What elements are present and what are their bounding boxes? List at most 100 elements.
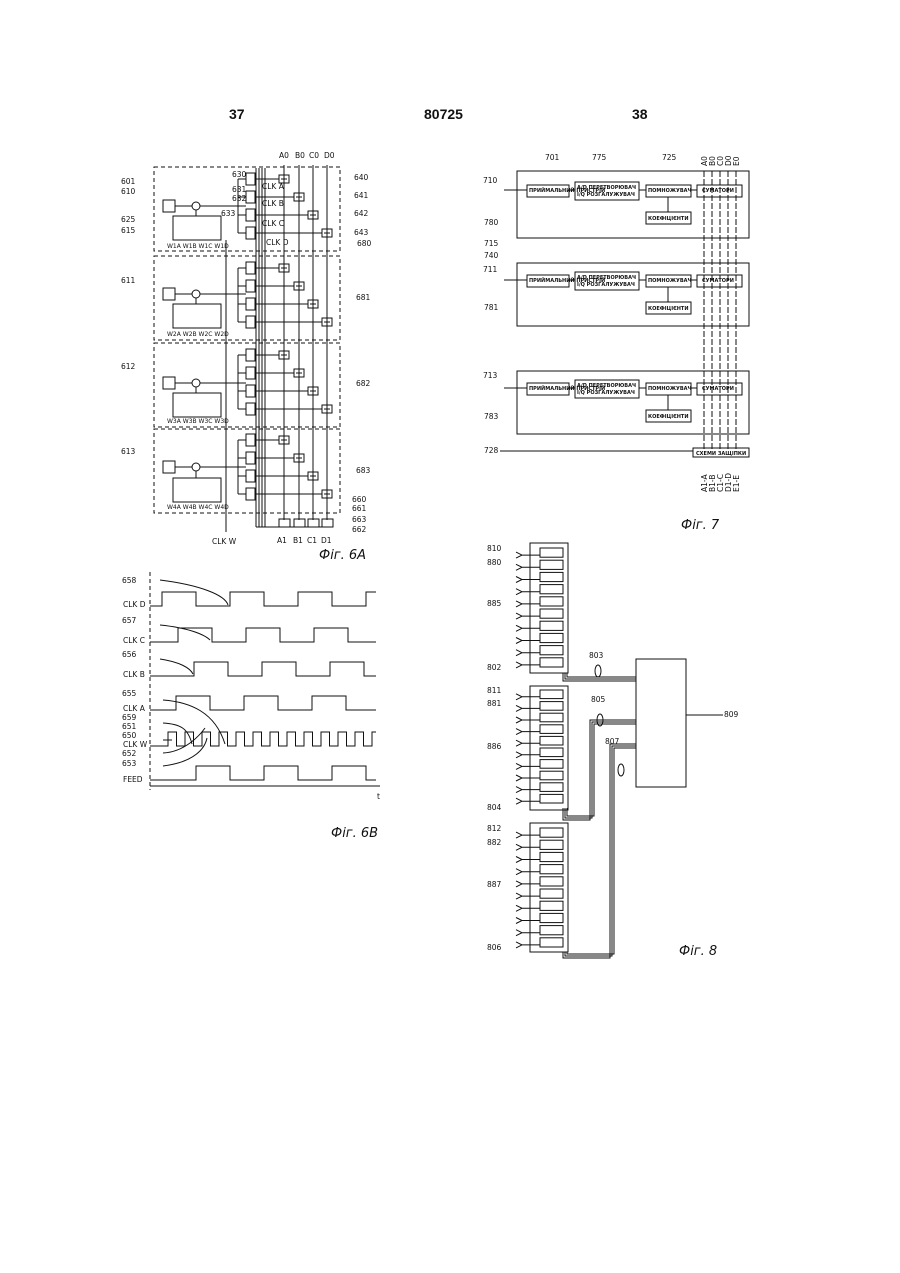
antenna-cell <box>540 548 563 557</box>
waveform <box>150 592 376 606</box>
antenna-cell <box>540 609 563 618</box>
antenna-input <box>516 740 540 746</box>
ref-812: 812 <box>487 824 502 833</box>
output-a0: A0 <box>279 151 289 160</box>
register-block <box>246 191 255 203</box>
signal-clk-c: CLK C <box>123 636 145 645</box>
antenna-input <box>516 918 540 924</box>
ref-711: 711 <box>483 265 498 274</box>
output-c0: C0 <box>309 151 319 160</box>
antenna-input <box>516 589 540 595</box>
antenna-input <box>516 787 540 793</box>
ref-633: 633 <box>221 209 236 218</box>
antenna-cell <box>540 783 563 792</box>
ref-631: 631 <box>232 185 247 194</box>
register-block <box>246 209 255 221</box>
ref-811: 811 <box>487 686 502 695</box>
ref-804: 804 <box>487 803 502 812</box>
ref-885: 885 <box>487 599 502 608</box>
antenna-cell <box>540 702 563 711</box>
ref-810: 810 <box>487 544 502 553</box>
antenna-input <box>516 930 540 936</box>
output-d1: D1 <box>321 536 332 545</box>
ref-802: 802 <box>487 663 502 672</box>
register-block <box>246 452 255 464</box>
ref-642: 642 <box>354 209 369 218</box>
ref-780: 780 <box>484 218 499 227</box>
register-block <box>246 488 255 500</box>
register-block <box>246 367 255 379</box>
figure-7-caption: Фіг. 7 <box>681 518 720 533</box>
antenna-cell <box>540 938 563 947</box>
ref-886: 886 <box>487 742 502 751</box>
signal-clk-d: CLK D <box>123 600 146 609</box>
ref-701: 701 <box>545 153 560 162</box>
adders-label: СУМАТОРИ <box>702 386 734 392</box>
clk-c-label: CLK C <box>262 219 284 228</box>
register-block <box>246 316 255 328</box>
ref-662: 662 <box>352 525 367 534</box>
splitter-label: I/Q РОЗГАЛУЖУВАЧ <box>577 192 635 198</box>
ref-658: 658 <box>122 576 137 585</box>
ref-781: 781 <box>484 303 499 312</box>
antenna-input <box>516 613 540 619</box>
ref-805: 805 <box>591 695 606 704</box>
antenna-input <box>516 857 540 863</box>
ref-660: 660 <box>352 495 367 504</box>
output-d0: D0 <box>324 151 335 160</box>
antenna-cell <box>540 901 563 910</box>
register-block <box>246 173 255 185</box>
antenna-cell <box>540 621 563 630</box>
antenna-input <box>516 752 540 758</box>
antenna-input <box>516 942 540 948</box>
antenna-input <box>516 705 540 711</box>
antenna-input <box>516 694 540 700</box>
figure-6b-caption: Фіг. 6B <box>331 826 378 841</box>
ref-641: 641 <box>354 191 369 200</box>
antenna-input <box>516 775 540 781</box>
ref-650: 650 <box>122 731 137 740</box>
antenna-cell <box>540 572 563 581</box>
antenna-input <box>516 601 540 607</box>
ref-715: 715 <box>484 239 499 248</box>
ref-651: 651 <box>122 722 137 731</box>
antenna-cell <box>540 865 563 874</box>
ref-710: 710 <box>483 176 498 185</box>
antenna-cell <box>540 633 563 642</box>
output-b0: B0 <box>295 151 305 160</box>
antenna-input <box>516 763 540 769</box>
antenna-input <box>516 650 540 656</box>
antenna-input <box>516 564 540 570</box>
antenna-cell <box>540 713 563 722</box>
antenna-cell <box>540 828 563 837</box>
figure-8 <box>516 543 723 958</box>
antenna-cell <box>540 877 563 886</box>
clk-w-label: CLK W <box>212 537 237 546</box>
ref-661: 661 <box>352 504 367 513</box>
weights-module-3: W3A W3B W3C W3D <box>167 418 229 425</box>
time-axis-label: t <box>377 792 380 801</box>
antenna-cell <box>540 760 563 769</box>
antenna-input <box>516 638 540 644</box>
ref-640: 640 <box>354 173 369 182</box>
ref-612: 612 <box>121 362 136 371</box>
antenna-input <box>516 729 540 735</box>
ref-809: 809 <box>724 710 739 719</box>
antenna-input <box>516 869 540 875</box>
ref-740: 740 <box>484 251 499 260</box>
antenna-cell <box>540 926 563 935</box>
register-block <box>246 280 255 292</box>
ref-663: 663 <box>352 515 367 524</box>
antenna-input <box>516 662 540 668</box>
ref-806: 806 <box>487 943 502 952</box>
register-block <box>246 298 255 310</box>
clk-b-label: CLK B <box>262 199 284 208</box>
clk-d-label: CLK D <box>266 238 289 247</box>
antenna-cell <box>540 794 563 803</box>
antenna-input <box>516 905 540 911</box>
ref-655: 655 <box>122 689 137 698</box>
ref-643: 643 <box>354 228 369 237</box>
coefficients-label: КОЕФІЦІЄНТИ <box>648 216 689 222</box>
ref-681: 681 <box>356 293 371 302</box>
weights-module-4: W4A W4B W4C W4D <box>167 504 229 511</box>
